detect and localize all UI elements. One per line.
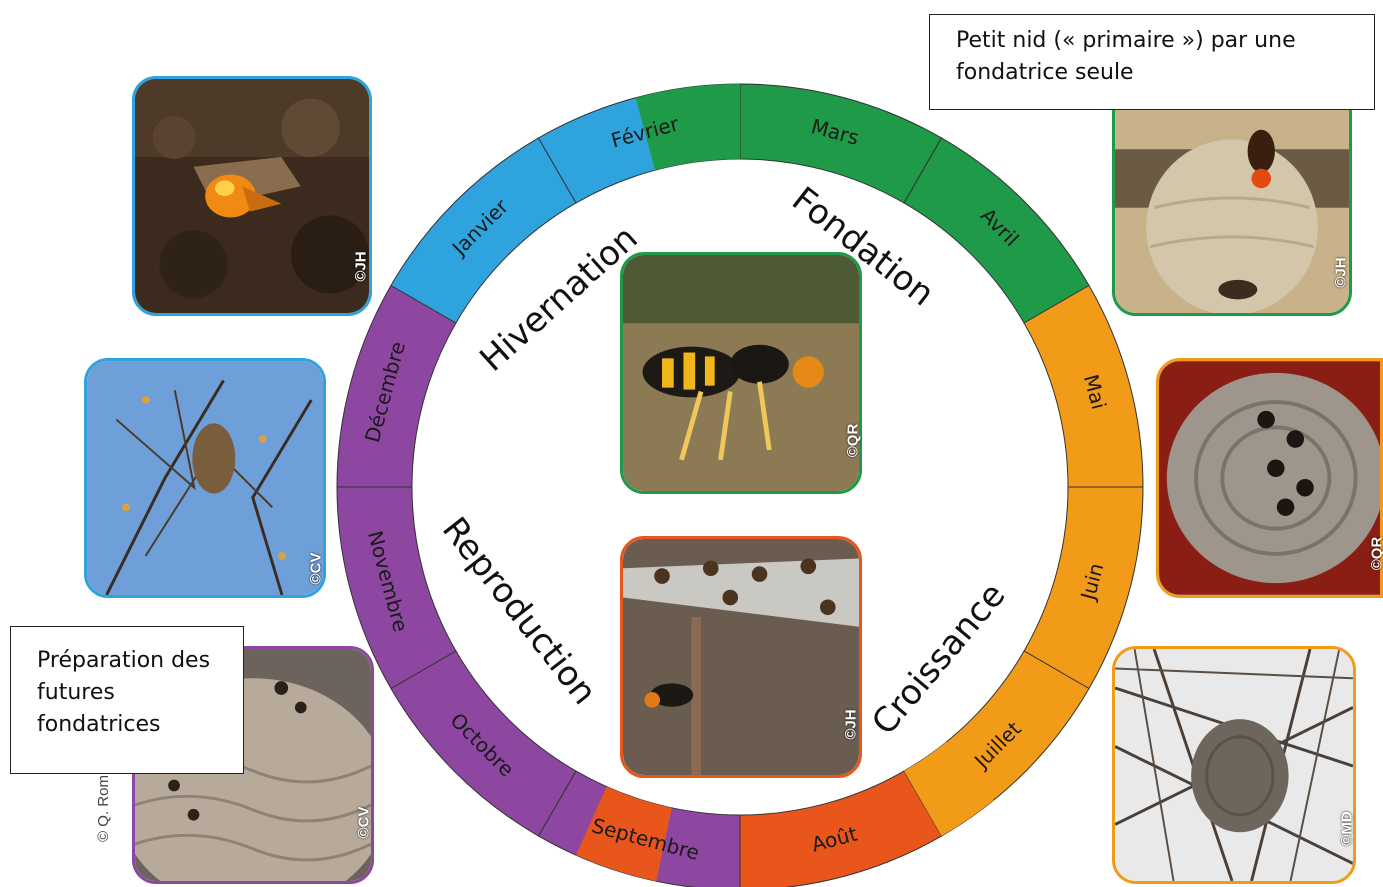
credit-mid-left: ©CV	[307, 553, 324, 585]
callout-primary-nest: Petit nid (« primaire ») par une fondatr…	[929, 14, 1375, 110]
photo-hornet-flying	[620, 252, 862, 494]
side-credit: © Q. Rom	[95, 775, 112, 842]
callout-future-founders: Préparation des futures fondatrices	[10, 626, 244, 774]
credit-center-bottom: ©JH	[843, 709, 860, 739]
photo-nest-in-branches	[1112, 646, 1356, 884]
photo-nest-in-branches-image	[1115, 649, 1353, 881]
credit-mid-right: ©QR	[1368, 537, 1383, 571]
photo-nest-in-tree-winter-image	[87, 361, 323, 595]
photo-hornet-flying-image	[623, 255, 859, 491]
credit-top-left: ©JH	[353, 251, 370, 281]
credit-bottom-left: ©CV	[355, 807, 372, 839]
photo-primary-nest-image	[1115, 81, 1349, 313]
photo-growing-nest	[1156, 358, 1383, 598]
credit-center-top: ©QR	[844, 424, 861, 458]
photo-primary-nest	[1112, 78, 1352, 316]
photo-growing-nest-image	[1159, 361, 1380, 595]
photo-hornet-hunting-bees	[620, 536, 862, 778]
credit-bottom-right: ©MD	[1339, 811, 1356, 845]
photo-hibernating-queen	[132, 76, 372, 316]
photo-hornet-hunting-bees-image	[623, 539, 859, 775]
photo-hibernating-queen-image	[135, 79, 369, 313]
callout-primary-nest-text: Petit nid (« primaire ») par une fondatr…	[956, 28, 1296, 85]
callout-future-founders-text: Préparation des futures fondatrices	[37, 648, 210, 737]
credit-top-right: ©JH	[1333, 257, 1350, 287]
photo-nest-in-tree-winter	[84, 358, 326, 598]
